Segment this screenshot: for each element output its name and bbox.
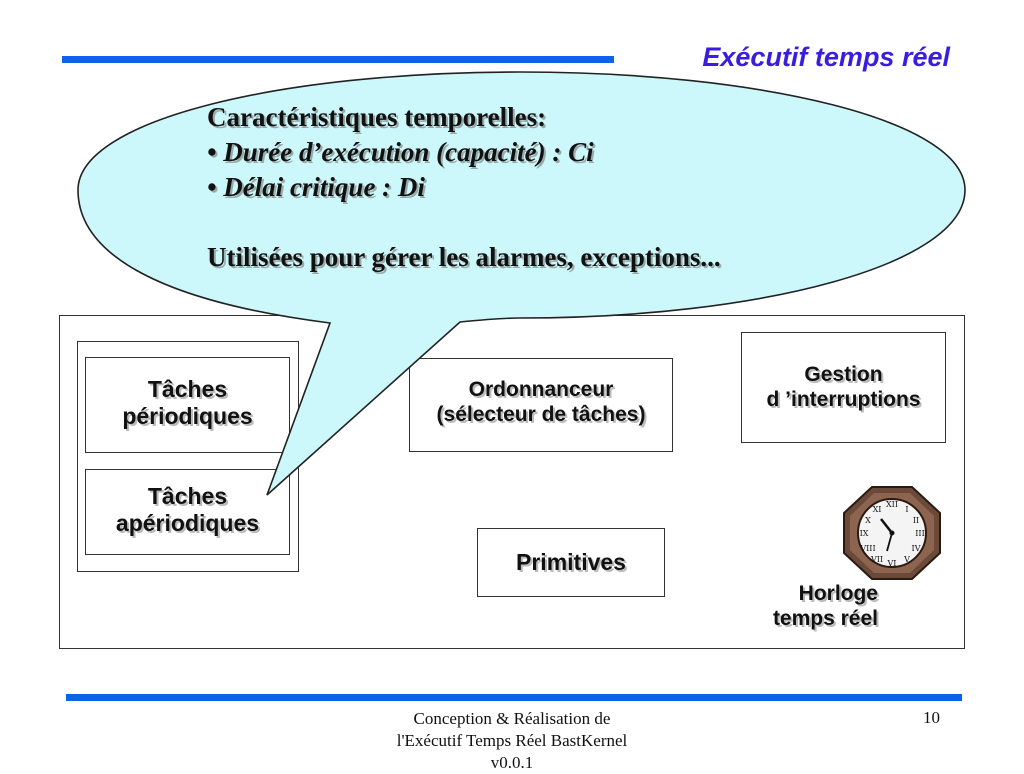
clock-label-line1: Horloge [798,582,878,605]
primitives-text: Primitives [516,549,626,575]
aperiodic-tasks-line2: apériodiques [115,510,260,537]
interrupts-line1: Gestion [804,363,883,386]
bubble-heading: Caractéristiques temporelles: [207,102,547,132]
svg-text:III: III [915,529,924,538]
svg-text:VIII: VIII [859,544,875,553]
clock-icon: XII III VI IX I II IV V VII VIII X XI [843,486,941,580]
scheduler-box [409,358,673,452]
svg-text:VII: VII [870,555,883,564]
periodic-tasks-label: Tâches périodiques [85,376,290,430]
svg-text:V: V [903,555,910,564]
svg-text:X: X [865,516,871,525]
svg-text:II: II [913,516,919,525]
primitives-label: Primitives [477,549,665,576]
bubble-bullet-deadline: • Délai critique : Di [207,172,425,202]
periodic-tasks-line2: périodiques [122,403,253,430]
clock-label-line2: temps réel [772,606,878,630]
interrupts-line2: d ’interruptions [766,387,921,411]
svg-text:IV: IV [912,544,921,553]
primitives-box [477,528,665,597]
svg-text:XI: XI [873,505,882,514]
svg-text:IX: IX [860,529,869,538]
interrupts-label: Gestion d ’interruptions [741,363,946,413]
footer-rule [66,694,962,701]
bubble-text: Caractéristiques temporelles: • Durée d’… [207,100,907,275]
footer-text: Conception & Réalisation de l'Exécutif T… [352,708,672,774]
page-number: 10 [923,708,940,727]
interrupts-box [741,332,946,443]
svg-text:I: I [905,505,908,514]
svg-text:XII: XII [886,500,898,509]
aperiodic-tasks-label: Tâches apériodiques [85,483,290,537]
footer-line3: v0.0.1 [490,753,534,772]
aperiodic-tasks-line1: Tâches [147,483,228,509]
bubble-bullet-capacity: • Durée d’exécution (capacité) : Ci [207,137,594,167]
bubble-spacer [207,205,907,240]
svg-text:VI: VI [887,559,897,568]
periodic-tasks-box [85,357,290,453]
scheduler-line2: (sélecteur de tâches) [436,402,646,426]
periodic-tasks-line1: Tâches [147,376,228,402]
aperiodic-tasks-box [85,469,290,555]
slide-title: Exécutif temps réel [702,42,950,72]
header-rule [62,56,614,63]
scheduler-label: Ordonnanceur (sélecteur de tâches) [409,378,673,428]
scheduler-line1: Ordonnanceur [468,378,614,401]
clock-label: Horloge temps réel [730,582,900,632]
bubble-note: Utilisées pour gérer les alarmes, except… [207,242,721,272]
footer-line1: Conception & Réalisation de [413,709,611,728]
footer-line2: l'Exécutif Temps Réel BastKernel [396,731,628,750]
